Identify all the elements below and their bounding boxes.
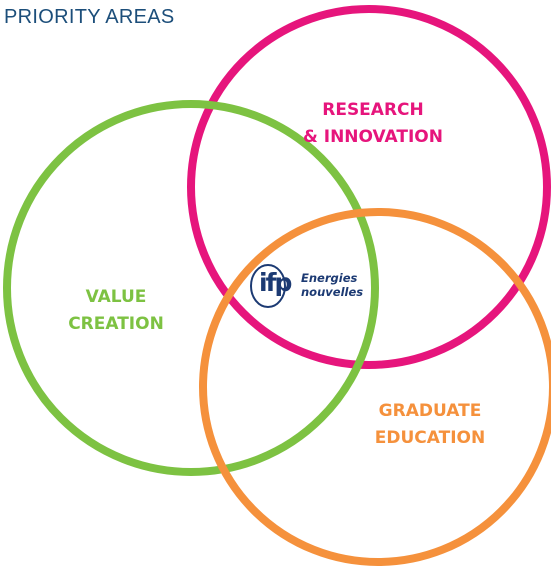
value-label-line2: CREATION <box>68 314 164 334</box>
graduate-education-label: GRADUATE EDUCATION <box>330 398 530 452</box>
research-innovation-circle <box>187 5 551 369</box>
logo-text-line1: Energies <box>301 271 358 285</box>
graduate-education-circle <box>199 208 551 566</box>
logo-text-line2: nouvelles <box>301 285 364 299</box>
research-label-line2: & INNOVATION <box>303 127 443 147</box>
page-title: PRIORITY AREAS <box>4 6 175 28</box>
value-creation-label: VALUE CREATION <box>26 284 206 338</box>
value-creation-circle <box>3 100 379 476</box>
logo-mark: ifp <box>259 268 292 297</box>
research-label-line1: RESEARCH <box>322 100 424 120</box>
logo-ring <box>250 264 286 308</box>
graduate-label-line1: GRADUATE <box>378 401 482 421</box>
research-innovation-label: RESEARCH & INNOVATION <box>273 97 473 151</box>
ifp-logo: ifp Energies nouvelles <box>247 262 363 310</box>
graduate-label-line2: EDUCATION <box>374 428 486 448</box>
value-label-line1: VALUE <box>85 287 147 307</box>
